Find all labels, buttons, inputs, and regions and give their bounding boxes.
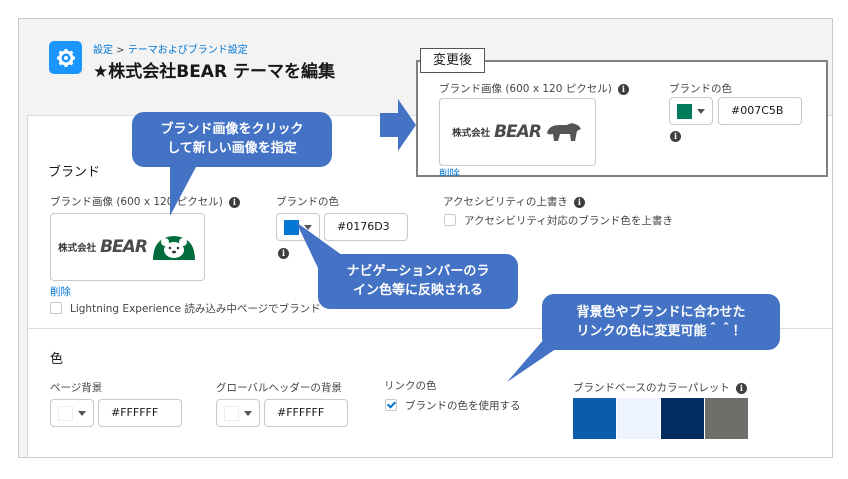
after-logo-name: BEAR: [494, 122, 542, 142]
after-brand-image-button[interactable]: 株式会社 BEAR: [439, 98, 596, 166]
palette-swatch: [617, 398, 660, 439]
palette-label: ブランドベースのカラーパレット i: [573, 380, 747, 395]
after-brand-image-label-text: ブランド画像 (600 x 120 ピクセル): [439, 83, 612, 95]
breadcrumb-separator: >: [113, 45, 128, 56]
setup-gear-icon: [49, 41, 82, 74]
annotation-bubble-image: ブランド画像をクリック して新しい画像を指定: [132, 112, 332, 167]
info-icon[interactable]: i: [228, 196, 240, 208]
brand-image-button[interactable]: 株式会社 BEAR: [50, 213, 205, 281]
annotation-bubble-bg-line1: 背景色やブランドに合わせた: [576, 305, 746, 320]
info-icon[interactable]: i: [617, 83, 629, 95]
brand-color-swatch: [284, 220, 299, 235]
brand-color-hex-input[interactable]: #0176D3: [324, 213, 408, 241]
link-color-label: リンクの色: [384, 380, 437, 392]
accessibility-label-text: アクセシビリティの上書き: [443, 196, 568, 208]
accessibility-info-icon[interactable]: i: [573, 196, 585, 208]
after-brand-color-label: ブランドの色: [669, 83, 732, 95]
brand-color-info-icon[interactable]: i: [278, 248, 289, 259]
accessibility-override-label: アクセシビリティ対応のブランド色を上書き: [464, 215, 673, 227]
annotation-bubble-background: 背景色やブランドに合わせた リンクの色に変更可能＾＾！: [542, 294, 780, 350]
annotation-bubble-image-line2: して新しい画像を指定: [167, 141, 297, 156]
after-brand-color-info-icon[interactable]: i: [670, 131, 681, 142]
brand-color-palette: [573, 398, 749, 439]
palette-swatch: [573, 398, 616, 439]
color-section-title: 色: [50, 352, 64, 367]
section-divider: [28, 328, 832, 329]
palette-swatch: [661, 398, 704, 439]
breadcrumb: 設定 > テーマおよびブランド設定: [93, 41, 248, 56]
global-header-swatch: [224, 406, 239, 421]
after-delete-image-link[interactable]: 削除: [439, 168, 460, 176]
brand-color-label: ブランドの色: [276, 196, 339, 208]
global-header-hex-input[interactable]: #FFFFFF: [264, 399, 348, 427]
page-bg-label: ページ背景: [50, 382, 103, 394]
logo-name: BEAR: [100, 237, 148, 257]
chevron-down-icon: [697, 109, 705, 114]
chevron-down-icon: [304, 225, 312, 230]
page-bg-picker-button[interactable]: [50, 399, 94, 427]
page-title: ★株式会社BEAR テーマを編集: [93, 62, 335, 82]
page-bg-swatch: [58, 406, 73, 421]
palette-label-text: ブランドベースのカラーパレット: [573, 382, 730, 394]
delete-image-link[interactable]: 削除: [50, 286, 71, 298]
palette-info-icon[interactable]: i: [735, 382, 747, 394]
use-brand-color-checkbox[interactable]: [385, 399, 397, 411]
annotation-bubble-image-line1: ブランド画像をクリック: [160, 122, 304, 137]
after-brand-color-hex-input[interactable]: #007C5B: [718, 97, 802, 125]
after-brand-color-swatch: [677, 104, 692, 119]
after-brand-image-label: ブランド画像 (600 x 120 ピクセル) i: [439, 81, 629, 96]
after-logo-prefix: 株式会社: [452, 128, 491, 139]
palette-swatch: [705, 398, 748, 439]
bear-face-logo-icon: [152, 236, 195, 260]
brand-image-label-text: ブランド画像 (600 x 120 ピクセル): [50, 196, 223, 208]
bear-silhouette-logo-icon: [546, 123, 581, 141]
loading-page-checkbox-label: Lightning Experience 読み込み中ページでブランド: [70, 303, 321, 315]
right-arrow-icon: [380, 99, 416, 151]
chevron-down-icon: [244, 411, 252, 416]
annotation-bubble-bg-line2: リンクの色に変更可能＾＾！: [576, 324, 746, 339]
breadcrumb-setup-link[interactable]: 設定: [93, 45, 113, 56]
breadcrumb-theme-link[interactable]: テーマおよびブランド設定: [127, 45, 248, 56]
accessibility-override-checkbox[interactable]: [444, 214, 456, 226]
use-brand-color-label: ブランドの色を使用する: [405, 400, 521, 412]
annotation-bubble-nav-line2: イン色等に反映される: [352, 283, 483, 298]
global-header-picker-button[interactable]: [216, 399, 260, 427]
loading-page-checkbox[interactable]: [50, 302, 62, 314]
annotation-bubble-nav: ナビゲーションバーのラ イン色等に反映される: [318, 254, 518, 309]
brand-image-label: ブランド画像 (600 x 120 ピクセル) i: [50, 194, 240, 209]
page-bg-hex-input[interactable]: #FFFFFF: [98, 399, 182, 427]
after-change-tag: 変更後: [420, 48, 485, 73]
logo-prefix: 株式会社: [58, 243, 97, 254]
accessibility-label: アクセシビリティの上書き i: [443, 194, 585, 209]
global-header-label: グローバルヘッダーの背景: [216, 382, 342, 394]
brand-section-title: ブランド: [48, 165, 101, 180]
after-change-panel: ブランド画像 (600 x 120 ピクセル) i 株式会社 BEAR 削除 ブラ…: [416, 60, 828, 177]
annotation-bubble-nav-line1: ナビゲーションバーのラ: [346, 264, 490, 279]
chevron-down-icon: [78, 411, 86, 416]
after-brand-color-picker-button[interactable]: [669, 97, 713, 125]
